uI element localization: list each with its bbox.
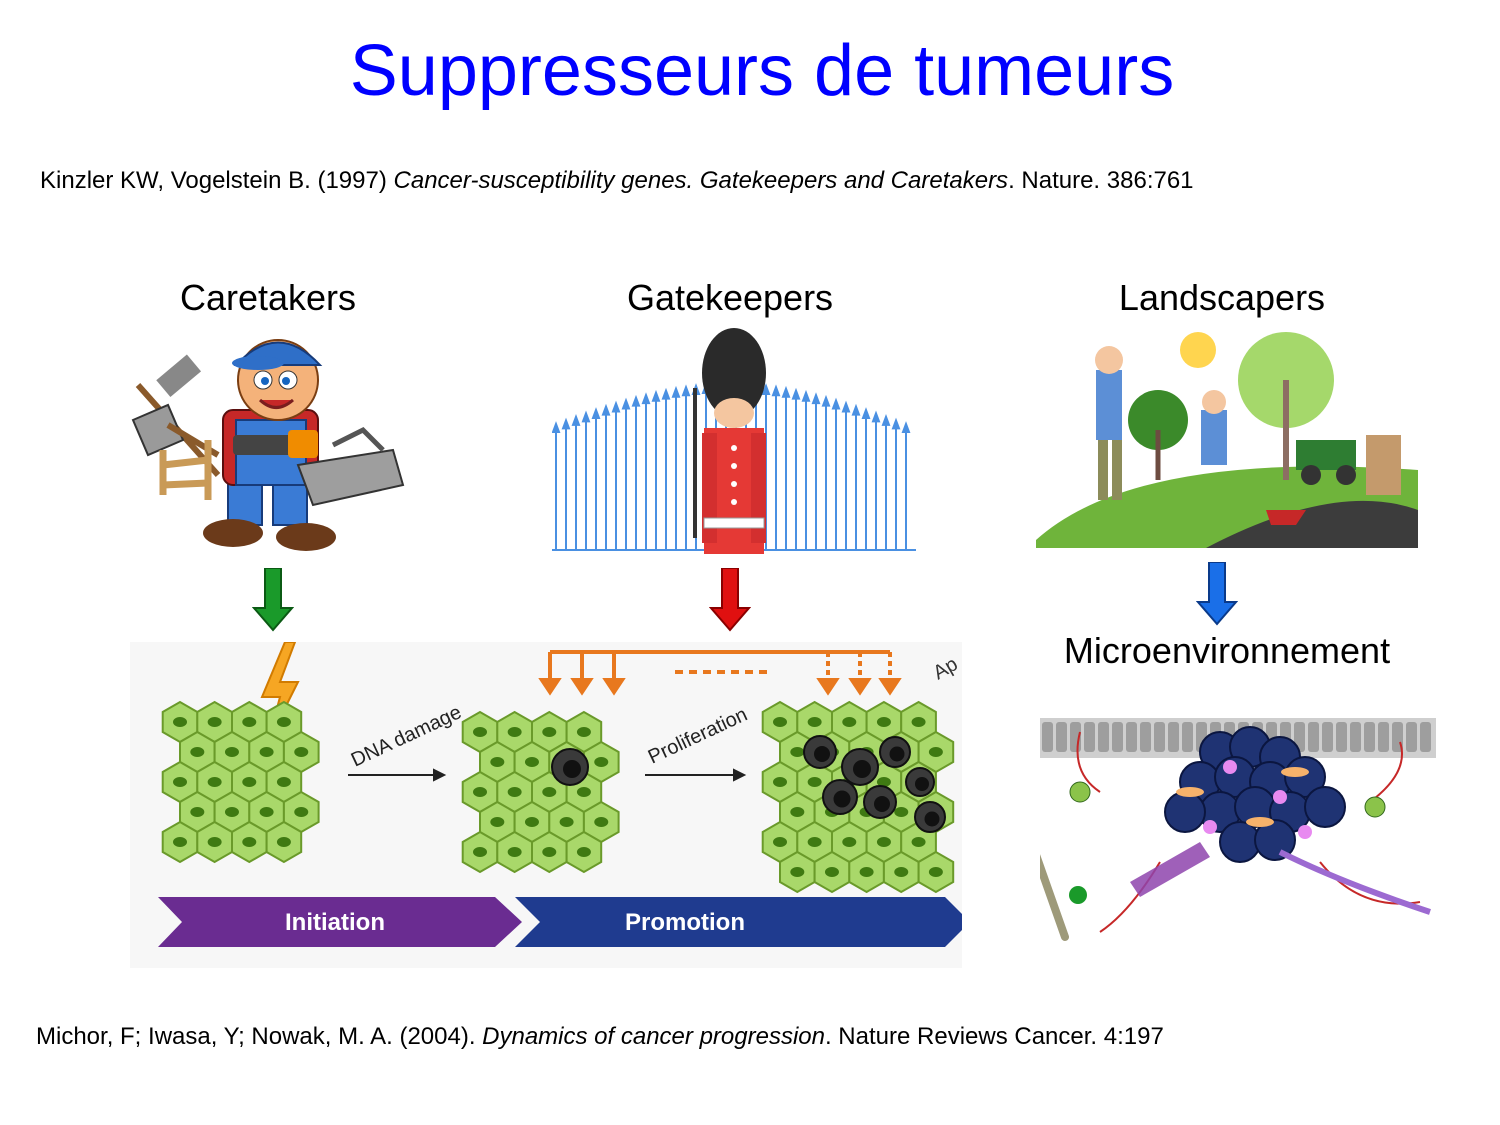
landscapers-arrow-icon [1196, 562, 1238, 626]
landscaper-illustration [1036, 332, 1418, 548]
reference-bottom-article: Dynamics of cancer progression [482, 1023, 825, 1050]
reference-bottom: Michor, F; Iwasa, Y; Nowak, M. A. (2004)… [36, 1023, 1164, 1051]
reference-top: Kinzler KW, Vogelstein B. (1997) Cancer-… [40, 167, 1194, 195]
caretaker-illustration [131, 339, 405, 551]
reference-top-article: Cancer-susceptibility genes. Gatekeepers… [393, 167, 1009, 194]
gatekeepers-label: Gatekeepers [626, 277, 834, 318]
normal-cell-cluster [161, 700, 320, 864]
reference-bottom-journal: . Nature Reviews Cancer. 4:197 [824, 1023, 1164, 1050]
epithelium-icon [1042, 722, 1431, 752]
microenvironment-label: Microenvironnement [1063, 630, 1391, 671]
slide-title: Suppresseurs de tumeurs [349, 31, 1175, 111]
gate-icon [552, 381, 916, 551]
reference-top-journal: . Nature. 386:761 [1008, 167, 1194, 194]
promotion-label: Promotion [625, 909, 745, 936]
caretakers-arrow-icon [252, 568, 294, 632]
caretakers-label: Caretakers [179, 277, 357, 318]
landscapers-label: Landscapers [1118, 277, 1326, 318]
mutated-cell-cluster [461, 710, 620, 874]
promotion-band [515, 897, 962, 947]
proliferating-cell-cluster [761, 700, 955, 894]
reference-bottom-authors: Michor, F; Iwasa, Y; Nowak, M. A. (2004)… [36, 1023, 483, 1050]
tumor-cells-icon [1164, 726, 1346, 863]
gatekeeper-illustration [552, 328, 916, 554]
initiation-band [158, 897, 522, 947]
gatekeepers-arrow-icon [709, 568, 751, 632]
tumor-microenvironment-illustration [1040, 718, 1436, 941]
orange-arrows [538, 650, 902, 696]
reference-top-authors: Kinzler KW, Vogelstein B. (1997) [40, 167, 394, 194]
initiation-label: Initiation [285, 909, 385, 936]
cancer-progression-diagram: Ap DNA damage Proliferation Initiation P… [130, 642, 962, 968]
